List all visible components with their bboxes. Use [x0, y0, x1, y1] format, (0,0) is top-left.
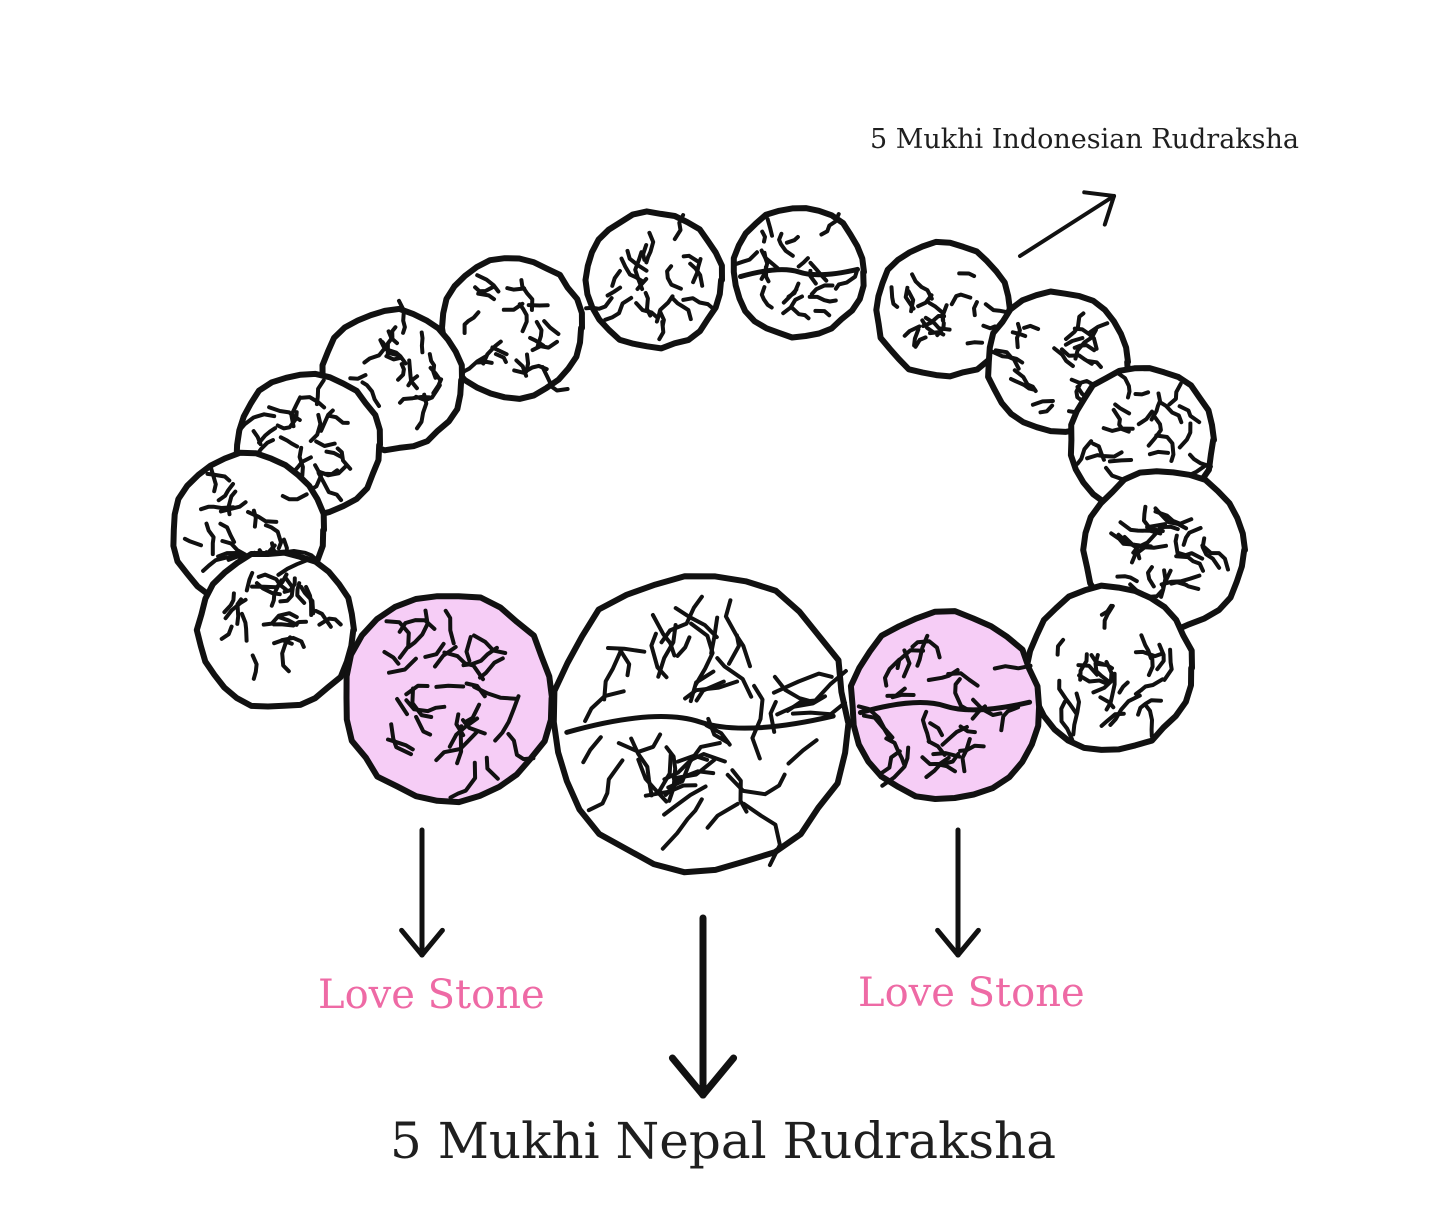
- beads-layer: [173, 208, 1245, 872]
- rudraksha-bead-4-texture-20: [968, 342, 983, 343]
- rudraksha-bead-8-texture-11: [1136, 392, 1149, 394]
- arrow-love-right-head-a: [938, 930, 958, 955]
- label-indonesian-rudraksha: 5 Mukhi Indonesian Rudraksha: [870, 124, 1299, 155]
- love-stone-left-texture-3: [436, 686, 463, 687]
- arrow-indonesian-shaft: [1020, 196, 1114, 256]
- label-love-stone-right: Love Stone: [858, 970, 1085, 1016]
- love-stone-right-texture-26: [995, 666, 1031, 669]
- arrow-love-right-head-b: [958, 930, 978, 955]
- rudraksha-bead-3-texture-18: [507, 288, 524, 290]
- rudraksha-bead-5-texture-7: [422, 333, 423, 353]
- nepal-guru-bead: [554, 576, 849, 872]
- arrow-love-left-head-b: [422, 930, 442, 955]
- rudraksha-bead-10-texture-14: [1176, 536, 1178, 553]
- rudraksha-bead-12: [197, 553, 354, 707]
- rudraksha-bead-8-texture-12: [1110, 460, 1131, 461]
- rudraksha-bead-10-texture-16: [1160, 527, 1178, 529]
- arrow-love-left-head-a: [402, 930, 422, 955]
- label-love-stone-left: Love Stone: [318, 972, 545, 1018]
- rudraksha-bead-2: [734, 208, 864, 337]
- rudraksha-bead-2-texture-3: [762, 232, 765, 242]
- rudraksha-bead-12-outline: [197, 553, 354, 707]
- arrow-indonesian-head-b: [1084, 192, 1114, 196]
- love-stone-right: [851, 611, 1039, 799]
- label-nepal-rudraksha: 5 Mukhi Nepal Rudraksha: [390, 1112, 1056, 1170]
- rudraksha-bead-8-texture-13: [1104, 428, 1133, 431]
- rudraksha-bead-1-texture-7: [643, 245, 646, 260]
- rudraksha-bead-1: [586, 211, 723, 348]
- rudraksha-bead-11: [1027, 586, 1193, 750]
- arrow-nepal-head-b: [703, 1058, 734, 1095]
- rudraksha-bead-4-texture-11: [983, 326, 995, 329]
- arrow-nepal-head-a: [672, 1058, 703, 1095]
- rudraksha-bead-9-texture-19: [254, 511, 256, 527]
- rudraksha-bead-8-texture-14: [1150, 452, 1168, 454]
- love-stone-left: [347, 596, 553, 802]
